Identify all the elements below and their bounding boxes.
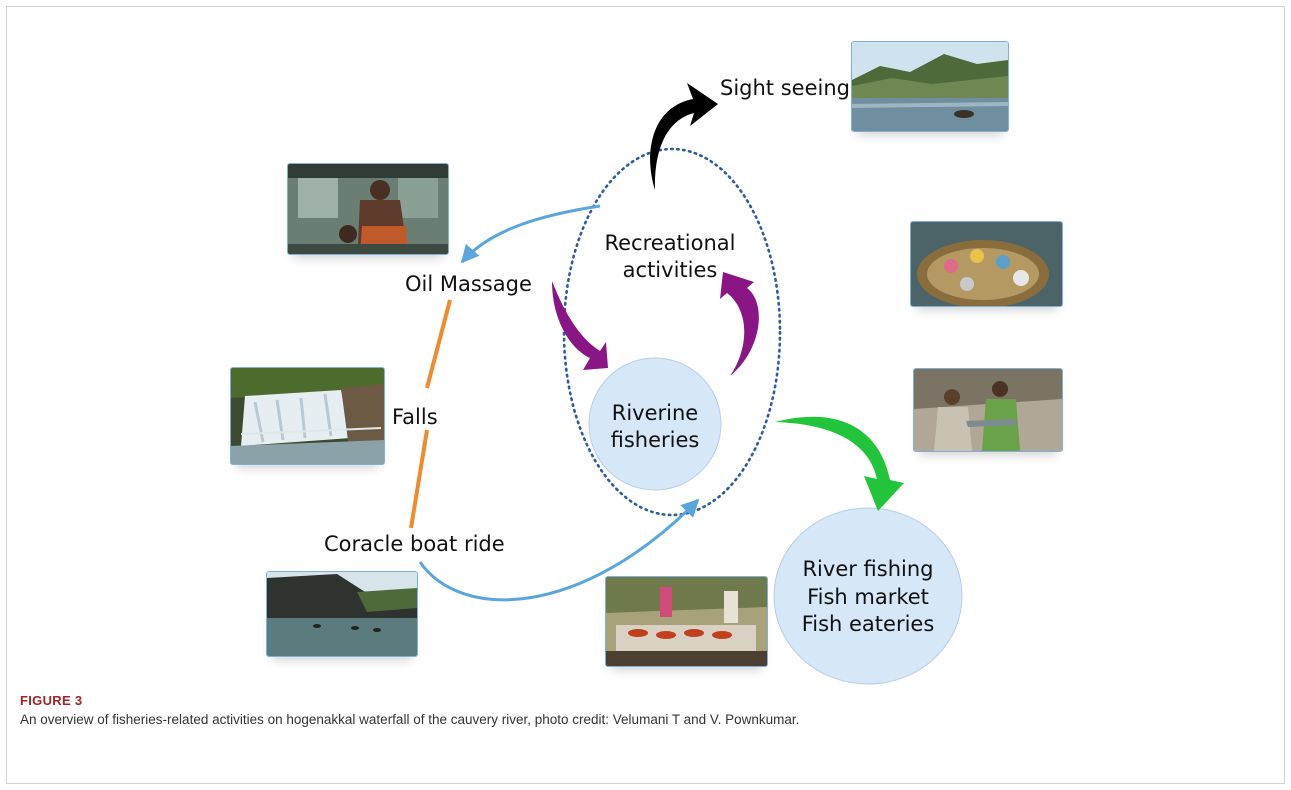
fishermen-photo [913,368,1063,452]
coracle-fishers-photo [910,221,1063,307]
riverine-circle [588,357,722,491]
figure-caption: An overview of fisheries-related activit… [20,712,800,727]
sightseeing-photo [851,41,1009,132]
oil-massage-photo [287,163,449,255]
recreational-ellipse [562,147,782,517]
black-arrow-sight-seeing [650,83,718,190]
oil-massage-label: Oil Massage [405,272,532,296]
blue-arrow-to-oil-massage [460,204,601,264]
purple-arrow-up [720,272,759,376]
coracle-boat-ride-label: Coracle boat ride [324,532,505,556]
orange-connector-upper [425,299,452,389]
orange-connector-lower [409,429,429,529]
sight-seeing-label: Sight seeing [720,76,850,100]
coracle-photo [266,571,418,657]
riverine-fisheries-label: Riverine fisheries [610,401,700,453]
falls-photo [230,367,385,465]
blue-arrow-from-coracle [418,498,700,602]
figure-label: FIGURE 3 [20,693,83,708]
purple-arrow-down [552,281,608,370]
fish-stall-photo [605,576,768,667]
figure-frame [6,6,1285,784]
recreational-activities-label: Recreational activities [604,231,736,283]
outcomes-circle [773,507,963,685]
outcomes-label: River fishing Fish market Fish eateries [801,557,935,637]
falls-label: Falls [392,405,438,429]
green-arrow-to-outcomes [775,416,904,511]
